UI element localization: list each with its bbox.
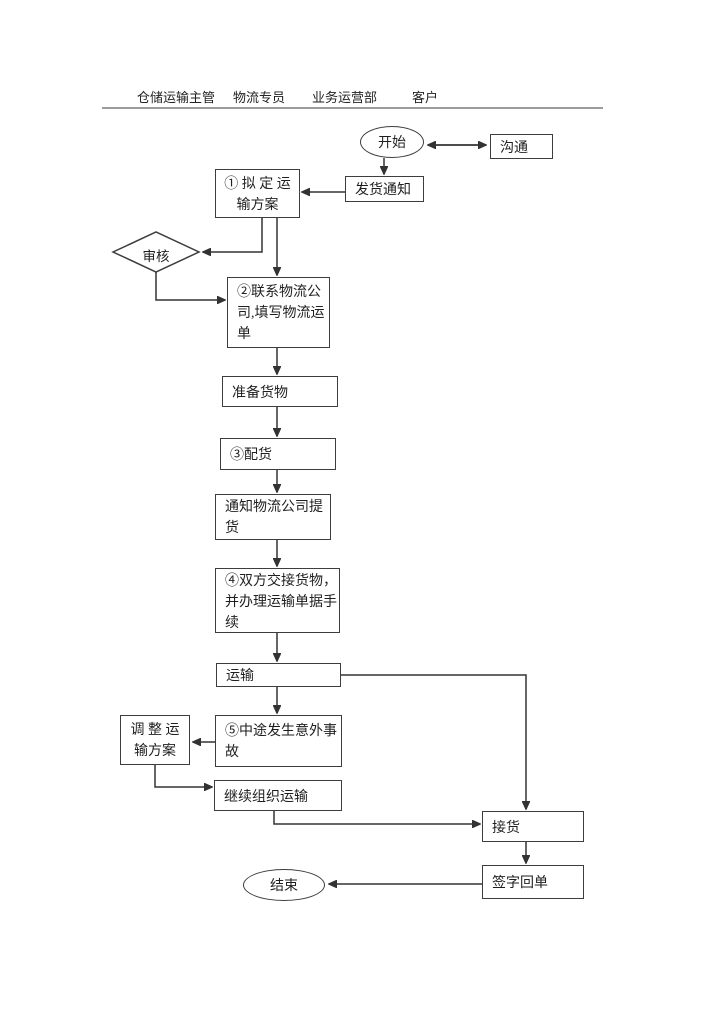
arrow-adjust-plan-to-continue bbox=[154, 765, 212, 787]
lane-header-rule bbox=[102, 107, 603, 109]
lane-header-logistics-specialist: 物流专员 bbox=[233, 90, 286, 105]
node-prepare-goods: 准备货物 bbox=[222, 376, 338, 407]
node-sign-receipt: 签字回单 bbox=[482, 865, 584, 899]
node-adjust-plan: 调 整 运 输方案 bbox=[120, 715, 190, 765]
node-transport: 运输 bbox=[216, 663, 341, 687]
node-end: 结束 bbox=[243, 869, 325, 901]
lane-header-customer: 客户 bbox=[412, 90, 439, 105]
arrow-continue-to-receive-goods bbox=[273, 811, 480, 824]
node-handover: ④双方交接货物， 并办理运输单据手 续 bbox=[215, 568, 340, 633]
node-shipping-notice: 发货通知 bbox=[345, 176, 424, 202]
node-continue-transport: 继续组织运输 bbox=[214, 780, 342, 811]
node-start: 开始 bbox=[360, 126, 424, 158]
node-review-label: 审核 bbox=[142, 249, 170, 264]
lane-header-business-operations: 业务运营部 bbox=[312, 90, 378, 105]
node-receive-goods: 接货 bbox=[482, 811, 584, 842]
node-allocate-goods: ③配货 bbox=[220, 438, 336, 470]
arrow-transport-to-receive-goods bbox=[341, 674, 526, 809]
node-accident: ⑤中途发生意外事 故 bbox=[215, 715, 342, 767]
node-notify-pickup: 通知物流公司提 货 bbox=[215, 494, 331, 540]
arrow-review-to-contact-logistics bbox=[155, 272, 225, 300]
lane-header-warehouse-supervisor: 仓储运输主管 bbox=[137, 90, 216, 105]
arrow-draft-plan-to-review bbox=[203, 218, 263, 252]
node-communicate: 沟通 bbox=[490, 134, 553, 159]
node-contact-logistics: ②联系物流公 司,填写物流运 单 bbox=[227, 277, 330, 348]
node-draft-plan: ① 拟 定 运 输方案 bbox=[215, 169, 300, 218]
